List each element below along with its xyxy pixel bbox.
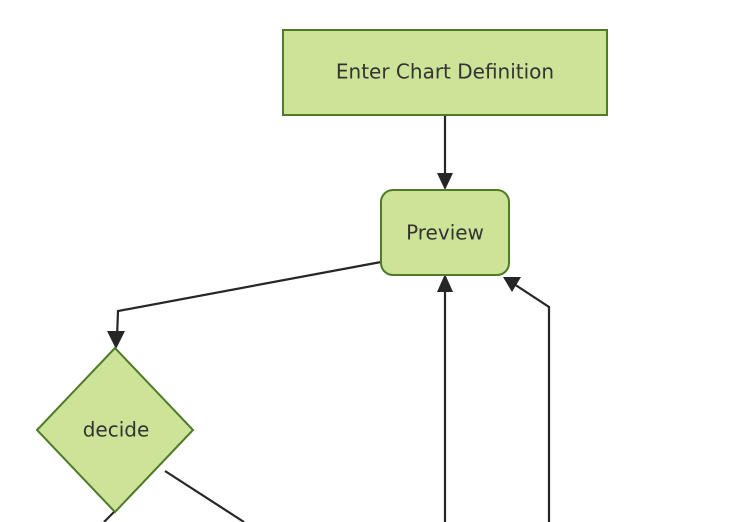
node-rounded-rectangle-shape bbox=[380, 189, 510, 276]
arrow-head-icon bbox=[107, 331, 125, 349]
edge-decide-right-out[interactable] bbox=[164, 470, 245, 522]
node-diamond-shape bbox=[35, 346, 195, 514]
node-enter-chart-definition[interactable]: Enter Chart Definition bbox=[282, 29, 608, 116]
edge-enter-to-preview[interactable] bbox=[437, 116, 453, 190]
arrow-head-icon bbox=[503, 277, 521, 292]
edge-bottom-center-to-preview[interactable] bbox=[437, 274, 453, 522]
arrow-head-icon bbox=[437, 173, 453, 190]
edge-layer bbox=[103, 116, 551, 522]
node-rectangle-shape bbox=[282, 29, 608, 116]
edge-line bbox=[115, 260, 382, 339]
edge-line bbox=[164, 470, 245, 522]
node-decide[interactable]: decide bbox=[35, 346, 195, 514]
edge-bottom-right-to-preview[interactable] bbox=[503, 277, 551, 522]
arrow-head-icon bbox=[437, 274, 453, 292]
node-preview[interactable]: Preview bbox=[380, 189, 510, 276]
node-layer: Enter Chart Definition Preview decide bbox=[35, 29, 608, 514]
edge-preview-to-decide[interactable] bbox=[107, 260, 382, 349]
edge-line bbox=[513, 283, 551, 522]
